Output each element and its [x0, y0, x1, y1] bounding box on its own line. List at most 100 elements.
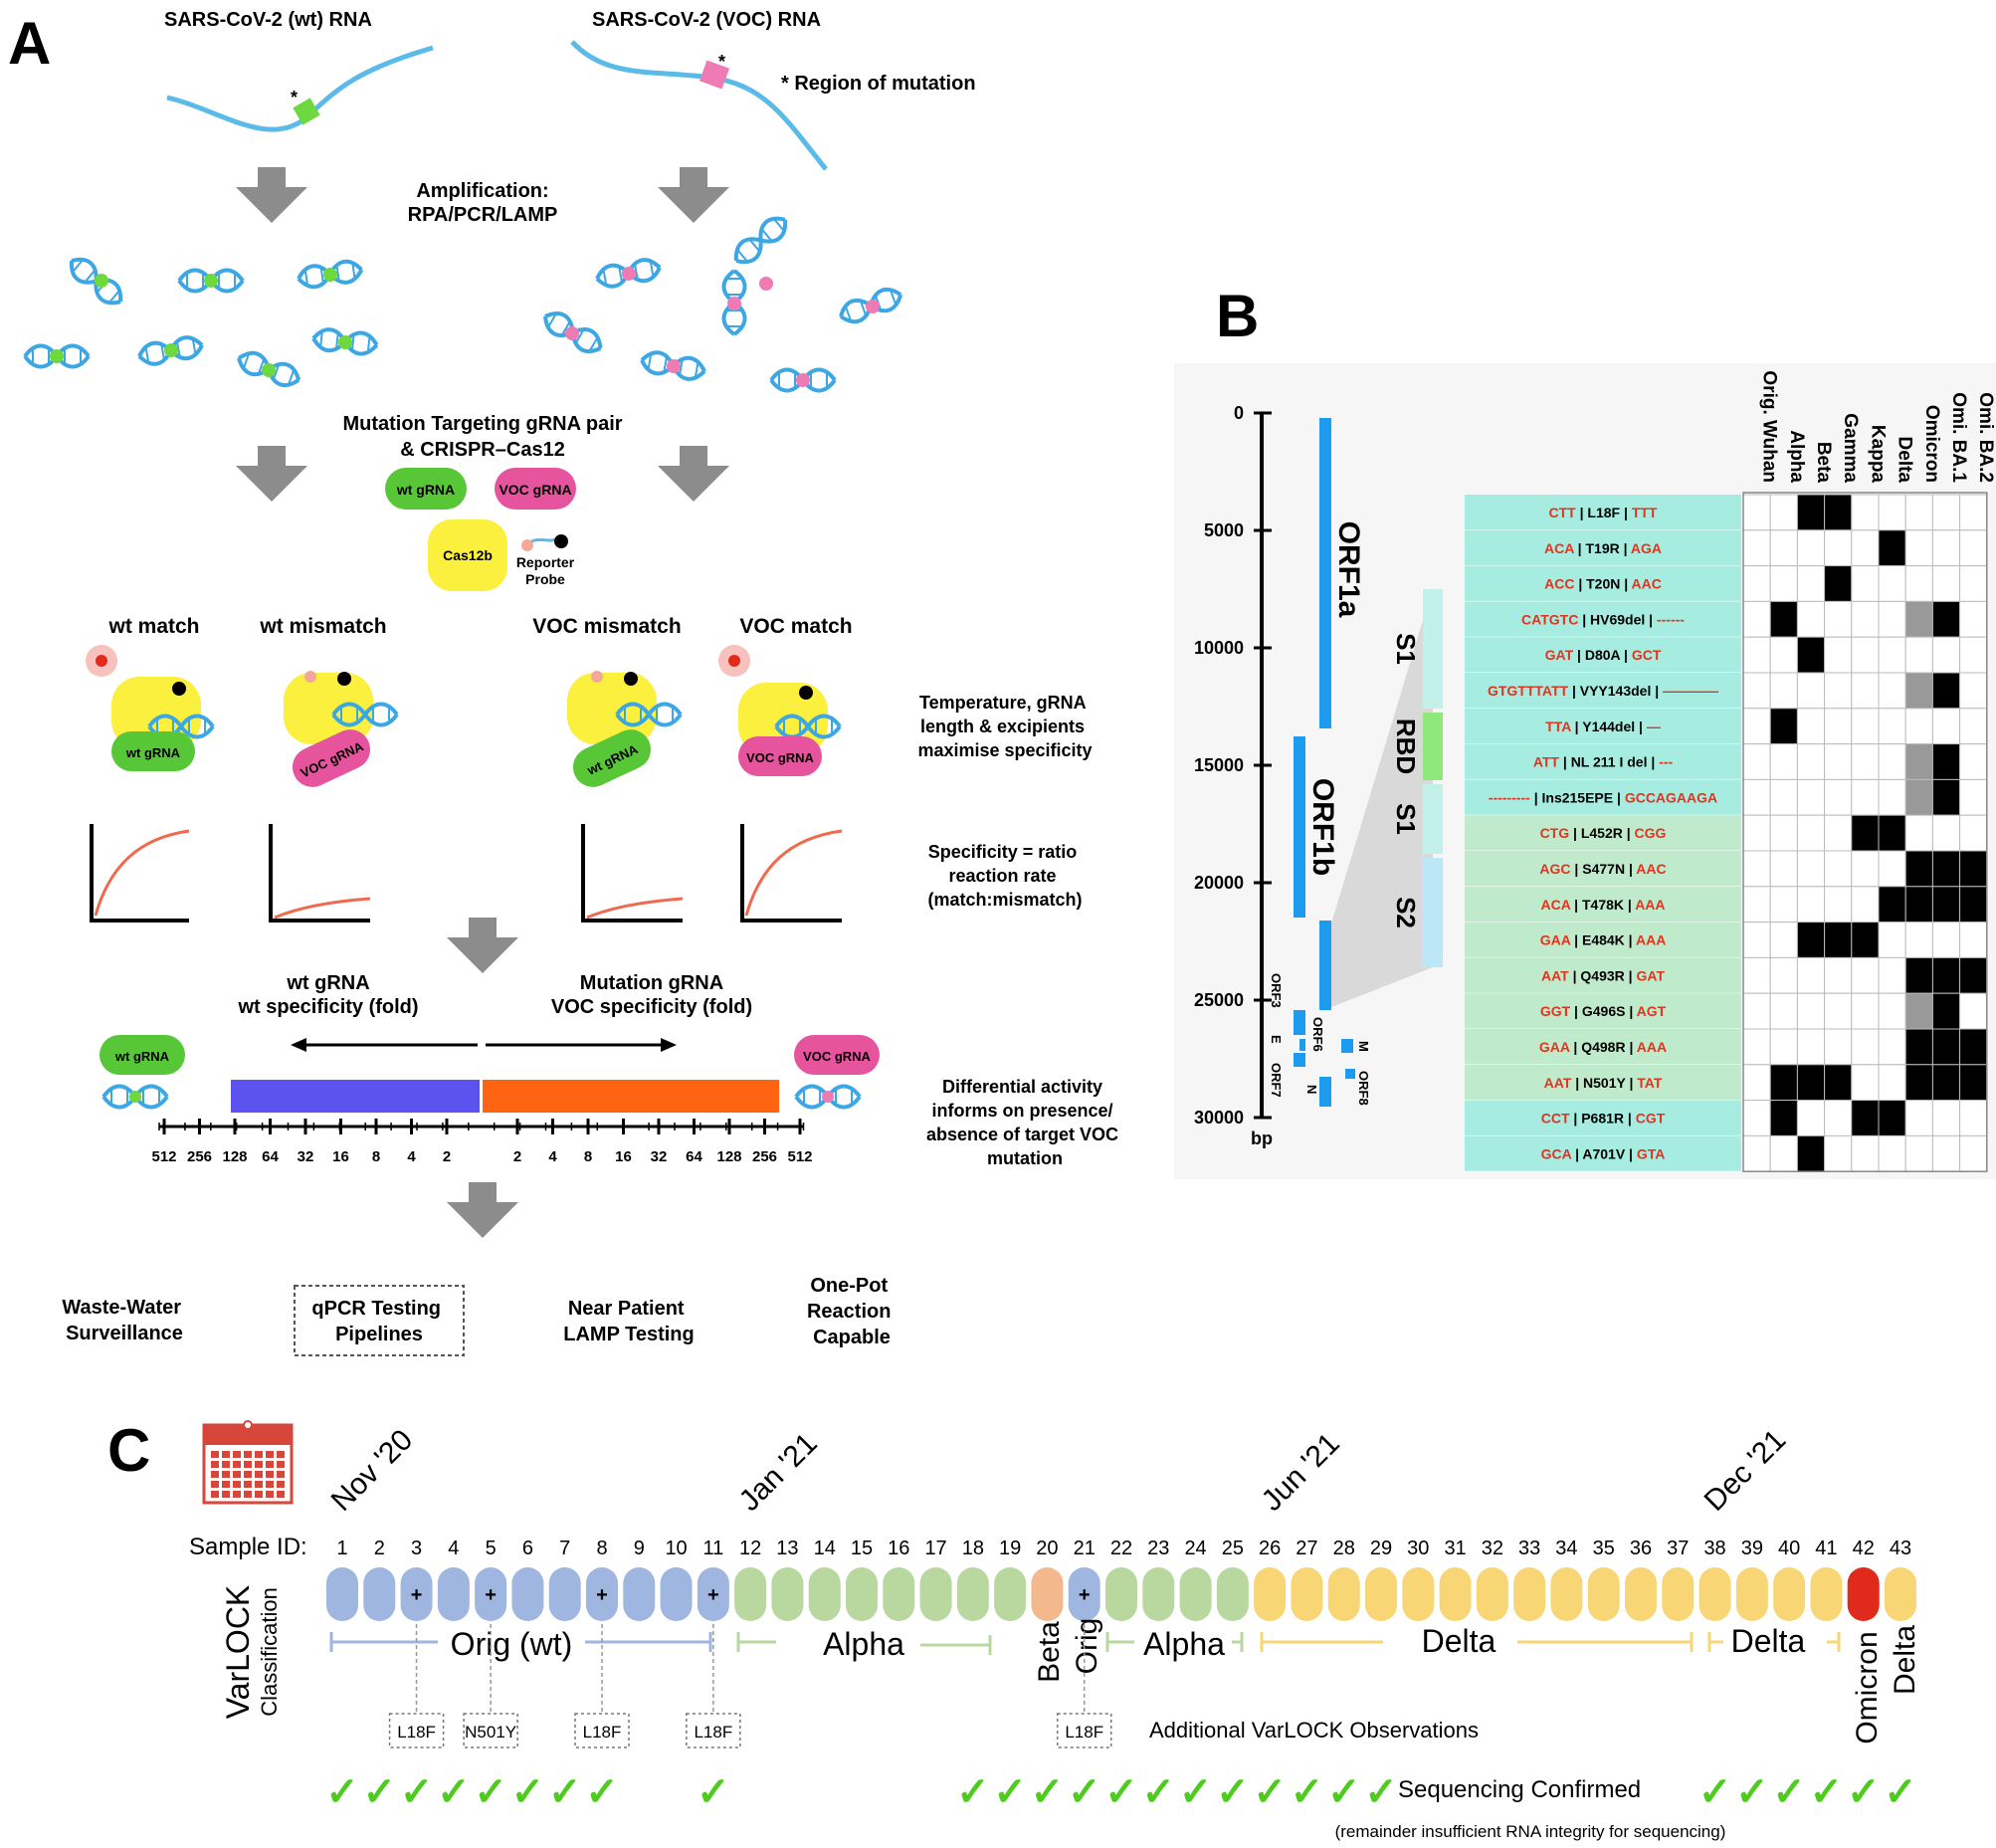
- cas12b-label: Cas12b: [443, 547, 493, 563]
- calendar-cell: [266, 1481, 274, 1488]
- check-icon: ✓: [1735, 1770, 1769, 1814]
- calendar-cell: [255, 1481, 263, 1488]
- calendar-cell: [277, 1491, 285, 1498]
- class-alpha: Alpha: [823, 1626, 904, 1662]
- sample-pill: [1847, 1567, 1880, 1621]
- variant-cell: [1931, 565, 1961, 602]
- sample-id: 21: [1074, 1538, 1096, 1559]
- variant-cell: [1824, 529, 1853, 567]
- scale-voc-grna-label: VOC gRNA: [803, 1049, 872, 1064]
- variant-cell: [1878, 956, 1906, 994]
- variant-cell: [1878, 1134, 1906, 1172]
- variant-cell: [1931, 743, 1961, 780]
- voc-grna-label: VOC gRNA: [499, 482, 571, 498]
- check-icon: ✓: [1810, 1770, 1844, 1814]
- wt-grna-label: wt gRNA: [396, 482, 455, 498]
- mutation-label: ACA | T478K | AAA: [1540, 897, 1665, 913]
- complex-wt-mismatch: VOC gRNA: [284, 671, 399, 787]
- class-brackets: [329, 1632, 1841, 1655]
- variant-cell: [1904, 565, 1933, 602]
- scale-tick-label: 64: [686, 1148, 702, 1165]
- mutation-row-bg: [1465, 565, 1741, 602]
- class-orig: Orig: [1071, 1618, 1103, 1675]
- sample-pill: [363, 1567, 396, 1621]
- reporter-label-1: Reporter: [516, 554, 575, 570]
- calendar-cell: [244, 1481, 252, 1488]
- variant-cell: [1904, 636, 1933, 674]
- check-icon: ✓: [1104, 1770, 1138, 1814]
- sample-id: 20: [1036, 1538, 1058, 1559]
- state-voc-mismatch: VOC mismatch: [532, 615, 681, 638]
- mutation-row-bg: [1465, 886, 1741, 923]
- variant-cell: [1769, 743, 1798, 780]
- variant-cell: [1769, 636, 1798, 674]
- variant-cell: [1742, 672, 1771, 710]
- voc-rna-label: SARS-CoV-2 (VOC) RNA: [592, 9, 821, 31]
- variant-cell: [1796, 778, 1826, 816]
- state-wt-match: wt match: [107, 615, 199, 638]
- amplification-label-2: RPA/PCR/LAMP: [408, 204, 558, 226]
- variant-cell: [1824, 886, 1853, 924]
- variant-cell: [1904, 1100, 1933, 1136]
- calendar-cell: [255, 1471, 263, 1478]
- genome-tick-label: 5000: [1204, 520, 1244, 540]
- sample-pill: [734, 1567, 767, 1621]
- variant-cell: [1904, 529, 1933, 567]
- variant-cell: [1796, 494, 1826, 531]
- sample-id: 1: [336, 1538, 347, 1559]
- variant-cell: [1931, 886, 1961, 924]
- variant-cell: [1878, 743, 1906, 780]
- wt-grna-pill: [385, 468, 467, 510]
- variant-cell: [1959, 672, 1988, 710]
- domain-s1-b-label: S1: [1391, 803, 1421, 835]
- variant-cell: [1796, 672, 1826, 710]
- genome-tick-label: 10000: [1194, 638, 1244, 658]
- sample-pill: [1105, 1567, 1137, 1621]
- mutation-label: ACA | T19R | AGA: [1544, 540, 1662, 556]
- sample-pill: [1365, 1567, 1397, 1621]
- check-icon: ✓: [585, 1770, 619, 1814]
- calendar-cell: [233, 1471, 241, 1478]
- sample-id: 16: [888, 1538, 909, 1559]
- variant-cell: [1931, 708, 1961, 745]
- orf1b-label: ORF1b: [1306, 778, 1339, 876]
- variant-cell: [1931, 672, 1961, 710]
- variant-cell: [1796, 708, 1826, 745]
- sample-pill: [697, 1567, 729, 1621]
- variant-cell: [1824, 565, 1853, 602]
- variant-cell: [1878, 850, 1906, 888]
- variant-cell: [1769, 1134, 1798, 1172]
- mutation-label: GGT | G496S | AGT: [1540, 1003, 1667, 1019]
- voc-rna-strand: [570, 40, 828, 171]
- variant-cell: [1796, 1028, 1826, 1066]
- calendar-cell: [233, 1491, 241, 1498]
- genome-tick-label: 20000: [1194, 873, 1244, 893]
- mutation-label: ACC | T20N | AAC: [1544, 576, 1662, 592]
- state-voc-match: VOC match: [739, 615, 852, 638]
- variant-cell: [1878, 1028, 1906, 1066]
- variant-cell: [1769, 600, 1798, 638]
- variant-cell: [1878, 1064, 1906, 1102]
- variant-cell: [1931, 1064, 1961, 1102]
- variant-cell: [1769, 565, 1798, 602]
- voc-mutation-asterisk: *: [718, 52, 725, 72]
- calendar-cell: [266, 1471, 274, 1478]
- calendar-cell: [211, 1481, 219, 1488]
- variant-cell: [1931, 1028, 1961, 1066]
- sample-pill: [1327, 1567, 1360, 1621]
- variant-grid: [1742, 492, 1988, 1172]
- date-jun21: Jun '21: [1256, 1427, 1346, 1518]
- sample-id: 18: [962, 1538, 984, 1559]
- sample-pill: [1885, 1567, 1916, 1621]
- mutation-note: * Region of mutation: [781, 73, 976, 95]
- sample-id: 4: [448, 1538, 459, 1559]
- sample-pill: [660, 1567, 693, 1621]
- calendar-cell: [277, 1471, 285, 1478]
- sample-id: 24: [1184, 1538, 1206, 1559]
- targeting-label-1: Mutation Targeting gRNA pair: [342, 413, 622, 435]
- sample-pill: [1476, 1567, 1508, 1621]
- calendar-cell: [266, 1451, 274, 1458]
- calendar-cell: [266, 1491, 274, 1498]
